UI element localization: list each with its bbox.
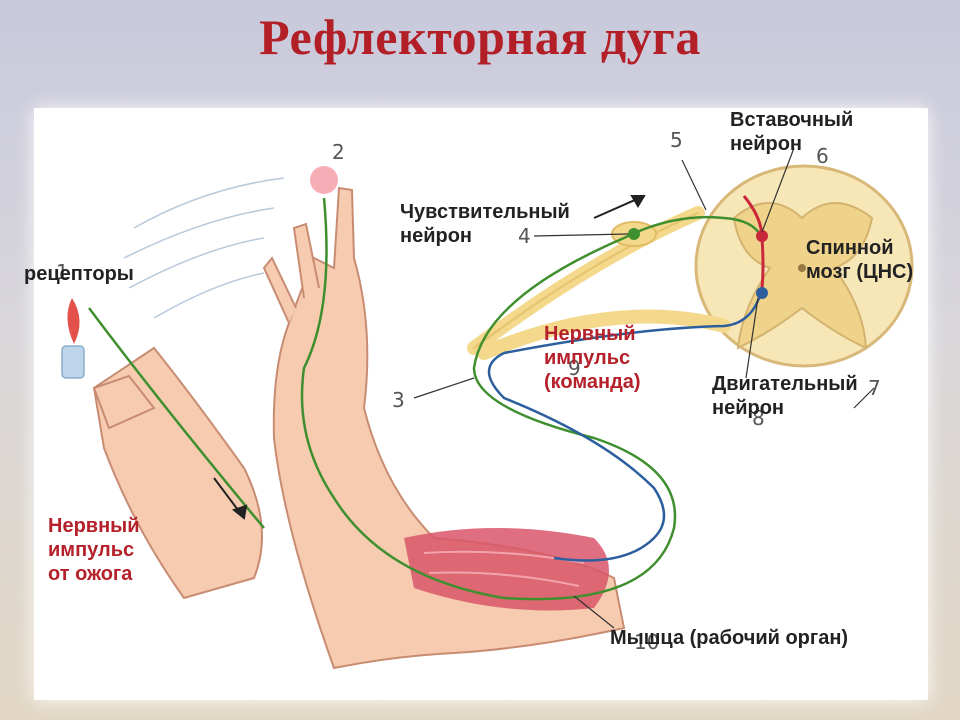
muscle-label: Мышца (рабочий орган) [610, 627, 849, 649]
page-title: Рефлекторная дуга [259, 9, 701, 65]
direction-arrows [213, 195, 646, 520]
impulse-command-label: Нервный импульс (команда) [544, 323, 641, 393]
number-1: 1 [56, 260, 69, 284]
spinal-cord-section [694, 164, 914, 368]
number-6: 6 [816, 144, 829, 168]
leader-lines [413, 147, 875, 629]
receptors-label: рецепторы [24, 263, 134, 285]
interneuron-marker [742, 195, 768, 289]
sensory-neuron-label: Чувствительный нейрон [400, 201, 570, 247]
interneuron-label: Вставочный нейрон [730, 109, 854, 155]
motor-neuron-label: Двигательный нейрон [712, 373, 858, 419]
number-10: 10 [634, 630, 660, 654]
burn-spot [310, 166, 338, 194]
number-9: 9 [568, 356, 581, 380]
motor-pathway [487, 287, 764, 562]
motor-neuron-body [756, 287, 768, 299]
number-8: 8 [752, 406, 765, 430]
diagram-panel: 1 2 3 4 5 6 7 8 9 10 [34, 108, 928, 700]
sensory-neuron-body [628, 228, 640, 240]
spinal-cord-label: Спинной мозг (ЦНС) [806, 237, 914, 283]
number-7: 7 [868, 376, 881, 400]
candle-illustration [61, 298, 85, 379]
impulse-burn-label: Нервный импульс от ожога [48, 515, 140, 585]
number-3: 3 [392, 388, 405, 412]
sensory-pathway [88, 197, 764, 601]
number-4: 4 [518, 224, 531, 248]
number-5: 5 [670, 128, 683, 152]
number-2: 2 [332, 140, 345, 164]
arm-illustration [92, 186, 626, 670]
reflex-arc-illustration [61, 147, 914, 670]
motion-lines [123, 177, 285, 319]
